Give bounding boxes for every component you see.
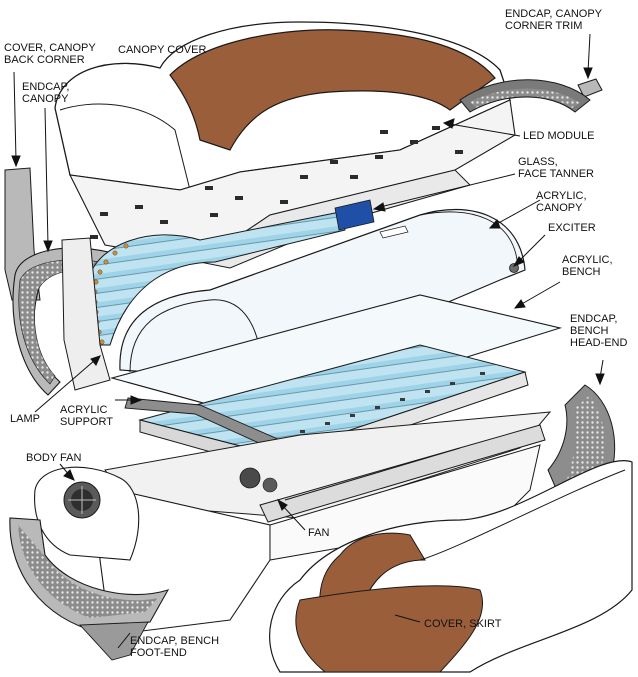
label-cover-canopy-back-corner: COVER, CANOPY BACK CORNER — [4, 42, 96, 66]
canopy-cover — [54, 21, 511, 191]
label-glass-face-tanner: GLASS, FACE TANNER — [518, 156, 594, 180]
label-body-fan: BODY FAN — [26, 452, 82, 464]
label-endcap-bench-foot-end: ENDCAP, BENCH FOOT-END — [130, 635, 220, 659]
label-acrylic-canopy: ACRYLIC, CANOPY — [536, 190, 587, 214]
label-acrylic-support: ACRYLIC SUPPORT — [60, 404, 113, 428]
label-cover-skirt: COVER, SKIRT — [424, 618, 502, 630]
label-canopy-cover: CANOPY COVER — [118, 44, 207, 56]
label-acrylic-bench: ACRYLIC, BENCH — [562, 254, 613, 278]
endcap-canopy-right-part — [459, 79, 591, 113]
label-led-module: LED MODULE — [523, 130, 595, 142]
label-exciter: EXCITER — [548, 222, 596, 234]
cover-skirt-part — [269, 460, 633, 673]
label-endcap-bench-head-end: ENDCAP, BENCH HEAD-END — [570, 313, 628, 349]
glass-face-tanner-part — [334, 199, 375, 231]
canopy-side-panel — [61, 237, 111, 391]
exciter-part — [509, 263, 519, 273]
label-lamp: LAMP — [10, 413, 40, 425]
acrylic-canopy-part — [119, 208, 526, 381]
body-fan-part — [34, 466, 140, 561]
endcap-canopy-corner-trim-part — [577, 78, 603, 98]
label-endcap-canopy-corner-trim: ENDCAP, CANOPY CORNER TRIM — [505, 8, 602, 32]
endcap-bench-foot-end-part — [9, 517, 170, 661]
label-fan: FAN — [308, 527, 330, 539]
fan-part — [239, 467, 261, 489]
leader-lines — [11, 33, 605, 649]
label-endcap-canopy: ENDCAP, CANOPY — [22, 81, 70, 105]
